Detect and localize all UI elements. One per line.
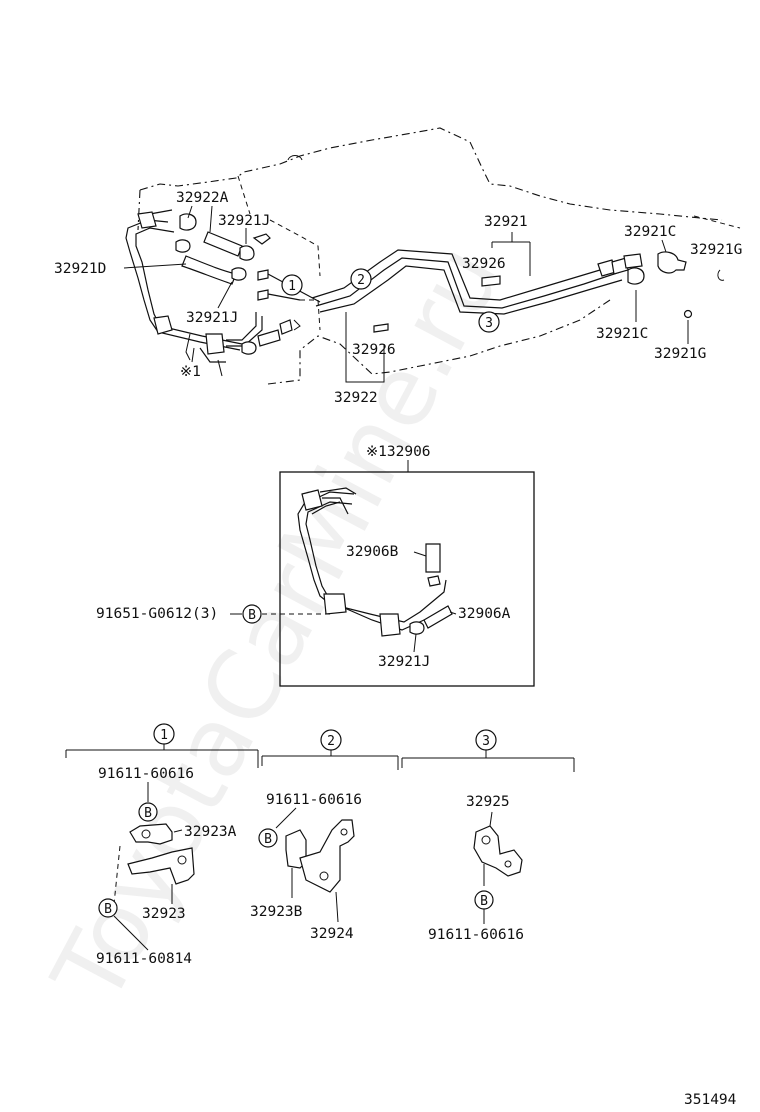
label-32921J-box: 32921J	[378, 654, 430, 670]
group-2-callout: 2	[327, 734, 335, 749]
label-32921D: 32921D	[54, 261, 106, 277]
bolt-mark-b-g3: B	[480, 894, 488, 909]
label-32926-a: 32926	[462, 256, 506, 272]
label-g1-91611-60814: 91611-60814	[96, 951, 192, 967]
label-32923A: 32923A	[184, 824, 237, 840]
bolt-mark-b-box-circle	[242, 604, 262, 624]
label-32921J-mid: 32921J	[186, 310, 238, 326]
assembly-32906-box: ※132906 32906B 32906A 32921J 91651-G0612…	[96, 444, 535, 687]
bolt-mark-b-g1-bottom: B	[104, 902, 112, 917]
group-3-callout: 3	[482, 734, 490, 749]
label-32926-b: 32926	[352, 342, 396, 358]
label-g1-91611-60616: 91611-60616	[98, 766, 194, 782]
label-32923: 32923	[142, 906, 186, 922]
callout-1-circle	[281, 274, 303, 296]
top-labels: 32922A 32921J 32921D 32921J ※1 32921 329…	[54, 190, 742, 406]
label-32921C-a: 32921C	[624, 224, 676, 240]
label-32922: 32922	[334, 390, 378, 406]
bolt-mark-b-g1-top-circle	[138, 802, 158, 822]
oil-cooler-lines-left	[125, 209, 321, 377]
callout-1: 1	[288, 279, 296, 294]
top-callouts: 1 2 3	[281, 268, 500, 333]
label-32921G-a: 32921G	[690, 242, 742, 258]
assembly-frame	[279, 471, 535, 687]
label-32921: 32921	[484, 214, 528, 230]
label-32921J-top: 32921J	[218, 213, 270, 229]
callout-2-circle	[350, 268, 372, 290]
group-1-clamp-parts: 91611-60616 B 32923A 32923 B 91611-60814	[96, 766, 237, 967]
bolt-mark-b-g2-circle	[258, 828, 278, 848]
group-2-clamp-parts: 91611-60616 B 32923B 32924	[250, 792, 362, 942]
mark-asterisk-1: ※1	[180, 364, 201, 380]
group-3-clamp-parts: 32925 B 91611-60616	[428, 794, 524, 943]
label-32924: 32924	[310, 926, 354, 942]
label-91651-G0612: 91651-G0612(3)	[96, 606, 218, 622]
label-32921C-b: 32921C	[596, 326, 648, 342]
bolt-mark-b-g1-top: B	[144, 806, 152, 821]
label-32923B: 32923B	[250, 904, 303, 920]
oil-cooler-lines-right	[311, 249, 725, 333]
group-1-callout: 1	[160, 728, 168, 743]
page-code: 351494	[684, 1092, 737, 1108]
callout-2: 2	[357, 273, 365, 288]
bolt-mark-b-g2: B	[264, 832, 272, 847]
callout-3-circle	[478, 311, 500, 333]
label-32906-assy: ※132906	[366, 444, 431, 460]
label-g3-91611-60616: 91611-60616	[428, 927, 524, 943]
label-32925: 32925	[466, 794, 510, 810]
callout-3: 3	[485, 316, 493, 331]
bolt-mark-b-box: B	[248, 608, 256, 623]
bolt-mark-b-g1-bottom-circle	[98, 898, 118, 918]
engine-outline	[137, 127, 741, 385]
label-g2-91611-60616: 91611-60616	[266, 792, 362, 808]
label-32921G-b: 32921G	[654, 346, 706, 362]
group-brackets: 1 2 3	[65, 723, 575, 772]
label-32906B: 32906B	[346, 544, 399, 560]
label-32906A: 32906A	[458, 606, 511, 622]
label-32922A: 32922A	[176, 190, 229, 206]
